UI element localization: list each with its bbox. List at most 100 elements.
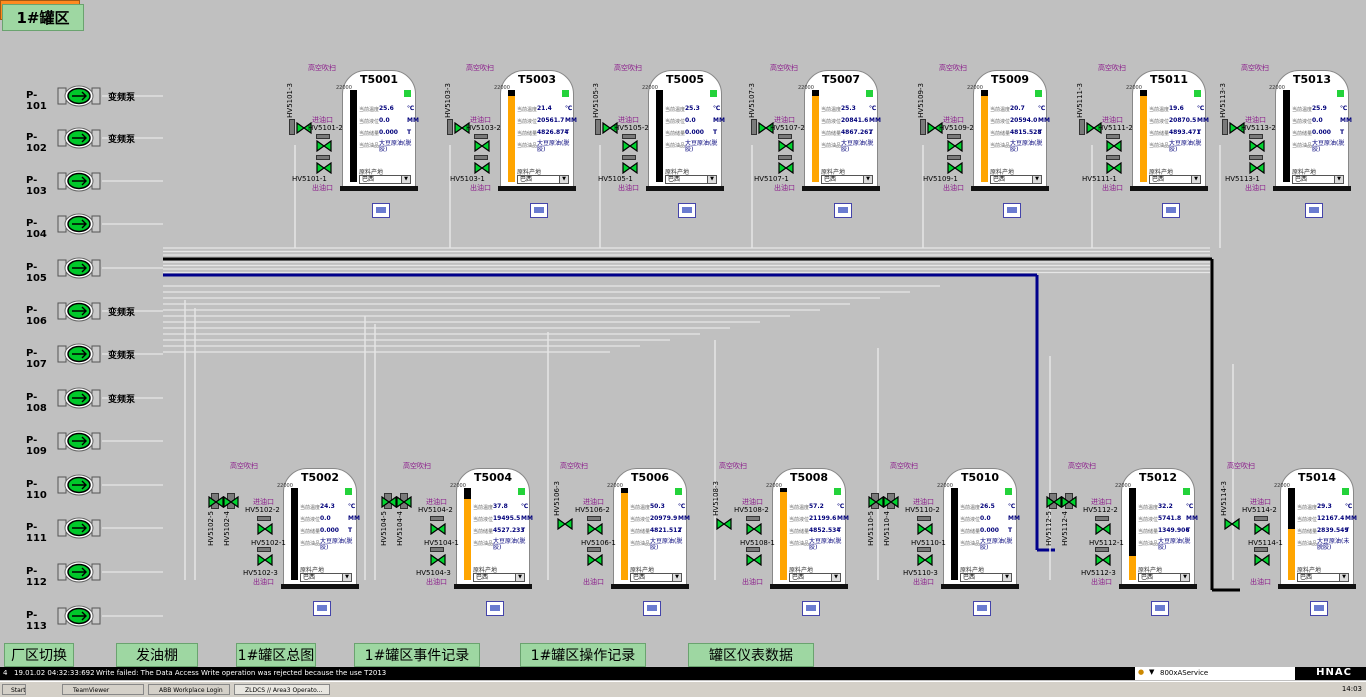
valve-icon[interactable] xyxy=(1254,522,1270,536)
valve-icon[interactable] xyxy=(778,139,794,153)
pump-icon[interactable] xyxy=(56,386,102,410)
valve-icon[interactable] xyxy=(947,161,963,175)
pump-icon[interactable] xyxy=(56,342,102,366)
valve-icon[interactable] xyxy=(208,495,224,509)
monitor-icon[interactable] xyxy=(678,203,696,218)
origin-select[interactable]: 巴西▼ xyxy=(473,573,525,582)
valve-icon[interactable] xyxy=(474,139,490,153)
valve-icon[interactable] xyxy=(316,161,332,175)
monitor-icon[interactable] xyxy=(1151,601,1169,616)
vfd-label-7: 变频泵 xyxy=(108,395,136,405)
nav-button-5[interactable]: 罐区仪表数据 xyxy=(688,643,814,667)
pump-icon[interactable] xyxy=(56,169,102,193)
origin-select[interactable]: 巴西▼ xyxy=(517,175,569,184)
task-abb-login[interactable]: ABB Workplace Login xyxy=(148,684,230,695)
origin-select[interactable]: 巴西▼ xyxy=(821,175,873,184)
pump-icon[interactable] xyxy=(56,516,102,540)
valve-icon[interactable] xyxy=(557,517,573,531)
valve-icon[interactable] xyxy=(1095,553,1111,567)
origin-select[interactable]: 巴西▼ xyxy=(630,573,682,582)
valve-icon[interactable] xyxy=(947,139,963,153)
valve-icon[interactable] xyxy=(474,161,490,175)
pump-icon[interactable] xyxy=(56,256,102,280)
valve-icon[interactable] xyxy=(454,121,470,135)
valve-icon[interactable] xyxy=(622,139,638,153)
monitor-icon[interactable] xyxy=(834,203,852,218)
valve-icon[interactable] xyxy=(1061,495,1077,509)
origin-select[interactable]: 巴西▼ xyxy=(1138,573,1190,582)
origin-select[interactable]: 巴西▼ xyxy=(1297,573,1349,582)
valve-icon[interactable] xyxy=(622,161,638,175)
origin-select[interactable]: 巴西▼ xyxy=(1292,175,1344,184)
monitor-icon[interactable] xyxy=(1003,203,1021,218)
valve-icon[interactable] xyxy=(746,553,762,567)
valve-icon[interactable] xyxy=(430,522,446,536)
valve-icon[interactable] xyxy=(1249,139,1265,153)
valve-icon[interactable] xyxy=(1254,553,1270,567)
monitor-icon[interactable] xyxy=(1305,203,1323,218)
monitor-icon[interactable] xyxy=(802,601,820,616)
valve-icon[interactable] xyxy=(1086,121,1102,135)
valve-icon[interactable] xyxy=(257,522,273,536)
start-button[interactable]: Start xyxy=(2,684,26,695)
monitor-icon[interactable] xyxy=(1162,203,1180,218)
nav-button-4[interactable]: 1#罐区操作记录 xyxy=(520,643,646,667)
valve-icon[interactable] xyxy=(1046,495,1062,509)
user-service-box[interactable]: ● ▼ 800xAService xyxy=(1135,667,1295,680)
valve-icon[interactable] xyxy=(927,121,943,135)
valve-icon[interactable] xyxy=(381,495,397,509)
origin-select[interactable]: 巴西▼ xyxy=(300,573,352,582)
pump-icon[interactable] xyxy=(56,212,102,236)
valve-icon[interactable] xyxy=(316,139,332,153)
nav-button-3[interactable]: 1#罐区事件记录 xyxy=(354,643,480,667)
valve-icon[interactable] xyxy=(1095,522,1111,536)
nav-button-0[interactable]: 厂区切换 xyxy=(4,643,74,667)
valve-icon[interactable] xyxy=(602,121,618,135)
valve-icon[interactable] xyxy=(1249,161,1265,175)
origin-select[interactable]: 巴西▼ xyxy=(359,175,411,184)
valve-icon[interactable] xyxy=(1229,121,1245,135)
valve-icon[interactable] xyxy=(223,495,239,509)
valve-icon[interactable] xyxy=(1106,161,1122,175)
valve-icon[interactable] xyxy=(1224,517,1240,531)
pump-icon[interactable] xyxy=(56,126,102,150)
task-teamviewer[interactable]: TeamViewer xyxy=(62,684,144,695)
nav-button-1[interactable]: 发油棚 xyxy=(116,643,198,667)
origin-select[interactable]: 巴西▼ xyxy=(1149,175,1201,184)
valve-icon[interactable] xyxy=(746,522,762,536)
origin-select[interactable]: 巴西▼ xyxy=(789,573,841,582)
valve-icon[interactable] xyxy=(296,121,312,135)
monitor-icon[interactable] xyxy=(372,203,390,218)
monitor-icon[interactable] xyxy=(1310,601,1328,616)
valve-icon[interactable] xyxy=(587,553,603,567)
nav-button-2[interactable]: 1#罐区总图 xyxy=(236,643,316,667)
monitor-icon[interactable] xyxy=(313,601,331,616)
pump-icon[interactable] xyxy=(56,429,102,453)
origin-select[interactable]: 巴西▼ xyxy=(990,175,1042,184)
origin-select[interactable]: 巴西▼ xyxy=(665,175,717,184)
area-title-button[interactable]: 1#罐区 xyxy=(2,4,84,31)
valve-icon[interactable] xyxy=(430,553,446,567)
pump-icon[interactable] xyxy=(56,84,102,108)
monitor-icon[interactable] xyxy=(530,203,548,218)
monitor-icon[interactable] xyxy=(643,601,661,616)
pump-icon[interactable] xyxy=(56,473,102,497)
valve-icon[interactable] xyxy=(917,522,933,536)
pump-icon[interactable] xyxy=(56,299,102,323)
pump-icon[interactable] xyxy=(56,604,102,628)
monitor-icon[interactable] xyxy=(486,601,504,616)
pump-icon[interactable] xyxy=(56,560,102,584)
valve-icon[interactable] xyxy=(1106,139,1122,153)
valve-icon[interactable] xyxy=(917,553,933,567)
valve-icon[interactable] xyxy=(716,517,732,531)
valve-icon[interactable] xyxy=(587,522,603,536)
valve-icon[interactable] xyxy=(883,495,899,509)
valve-icon[interactable] xyxy=(778,161,794,175)
origin-select[interactable]: 巴西▼ xyxy=(960,573,1012,582)
task-operator[interactable]: ZLDCS // Area3 Operato... xyxy=(234,684,330,695)
valve-icon[interactable] xyxy=(257,553,273,567)
monitor-icon[interactable] xyxy=(973,601,991,616)
valve-icon[interactable] xyxy=(868,495,884,509)
valve-icon[interactable] xyxy=(758,121,774,135)
valve-icon[interactable] xyxy=(396,495,412,509)
